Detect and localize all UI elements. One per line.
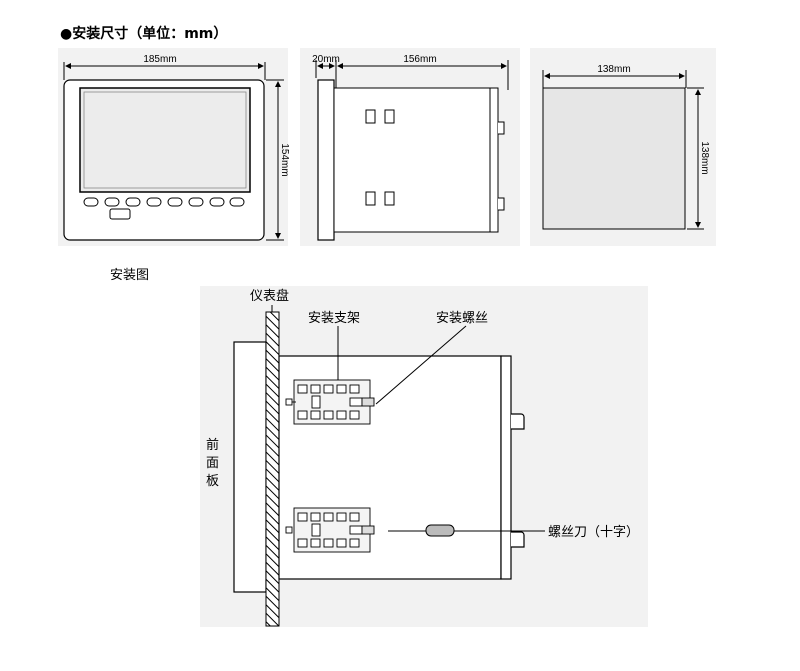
front-panel-label-3: 板 [206,474,219,489]
cutout-view-drawing: 138mm 138mm [542,64,710,230]
side-view-drawing: 20mm 156mm [312,54,509,241]
instrument-panel-label: 仪表盘 [250,288,289,304]
panel-cutout [542,87,686,230]
cutout-height-label: 138mm [699,141,710,174]
side-housing [333,87,497,233]
front-panel-block [233,341,267,593]
front-height-label: 154mm [279,143,290,176]
side-bezel-label: 20mm [312,54,340,65]
mounting-bracket-top [285,379,375,425]
front-width-label: 185mm [143,54,176,65]
section-heading: ●安装尺寸（单位：mm） [60,26,228,42]
side-bezel [317,79,335,241]
device-screen [79,87,251,193]
screwdriver [388,524,545,537]
screw-leader [375,325,467,405]
instrument-panel-wall [265,311,280,627]
side-depth-label: 156mm [403,54,436,65]
screwdriver-label: 螺丝刀（十字） [548,525,639,540]
front-panel-label-1: 前 [206,437,219,453]
front-panel-label-2: 面 [206,456,219,471]
installation-drawing: 仪表盘 安装支架 安装螺丝 前 面 板 螺丝刀（十字） [206,288,639,627]
mounting-bracket-label: 安装支架 [308,311,360,326]
mounting-bracket-bottom [285,507,375,553]
mounting-screw-label: 安装螺丝 [436,311,488,326]
installation-caption: 安装图 [110,268,150,283]
front-view-drawing: 185mm 154mm [63,54,290,241]
cutout-width-label: 138mm [597,64,630,75]
device-keypad [83,197,245,220]
